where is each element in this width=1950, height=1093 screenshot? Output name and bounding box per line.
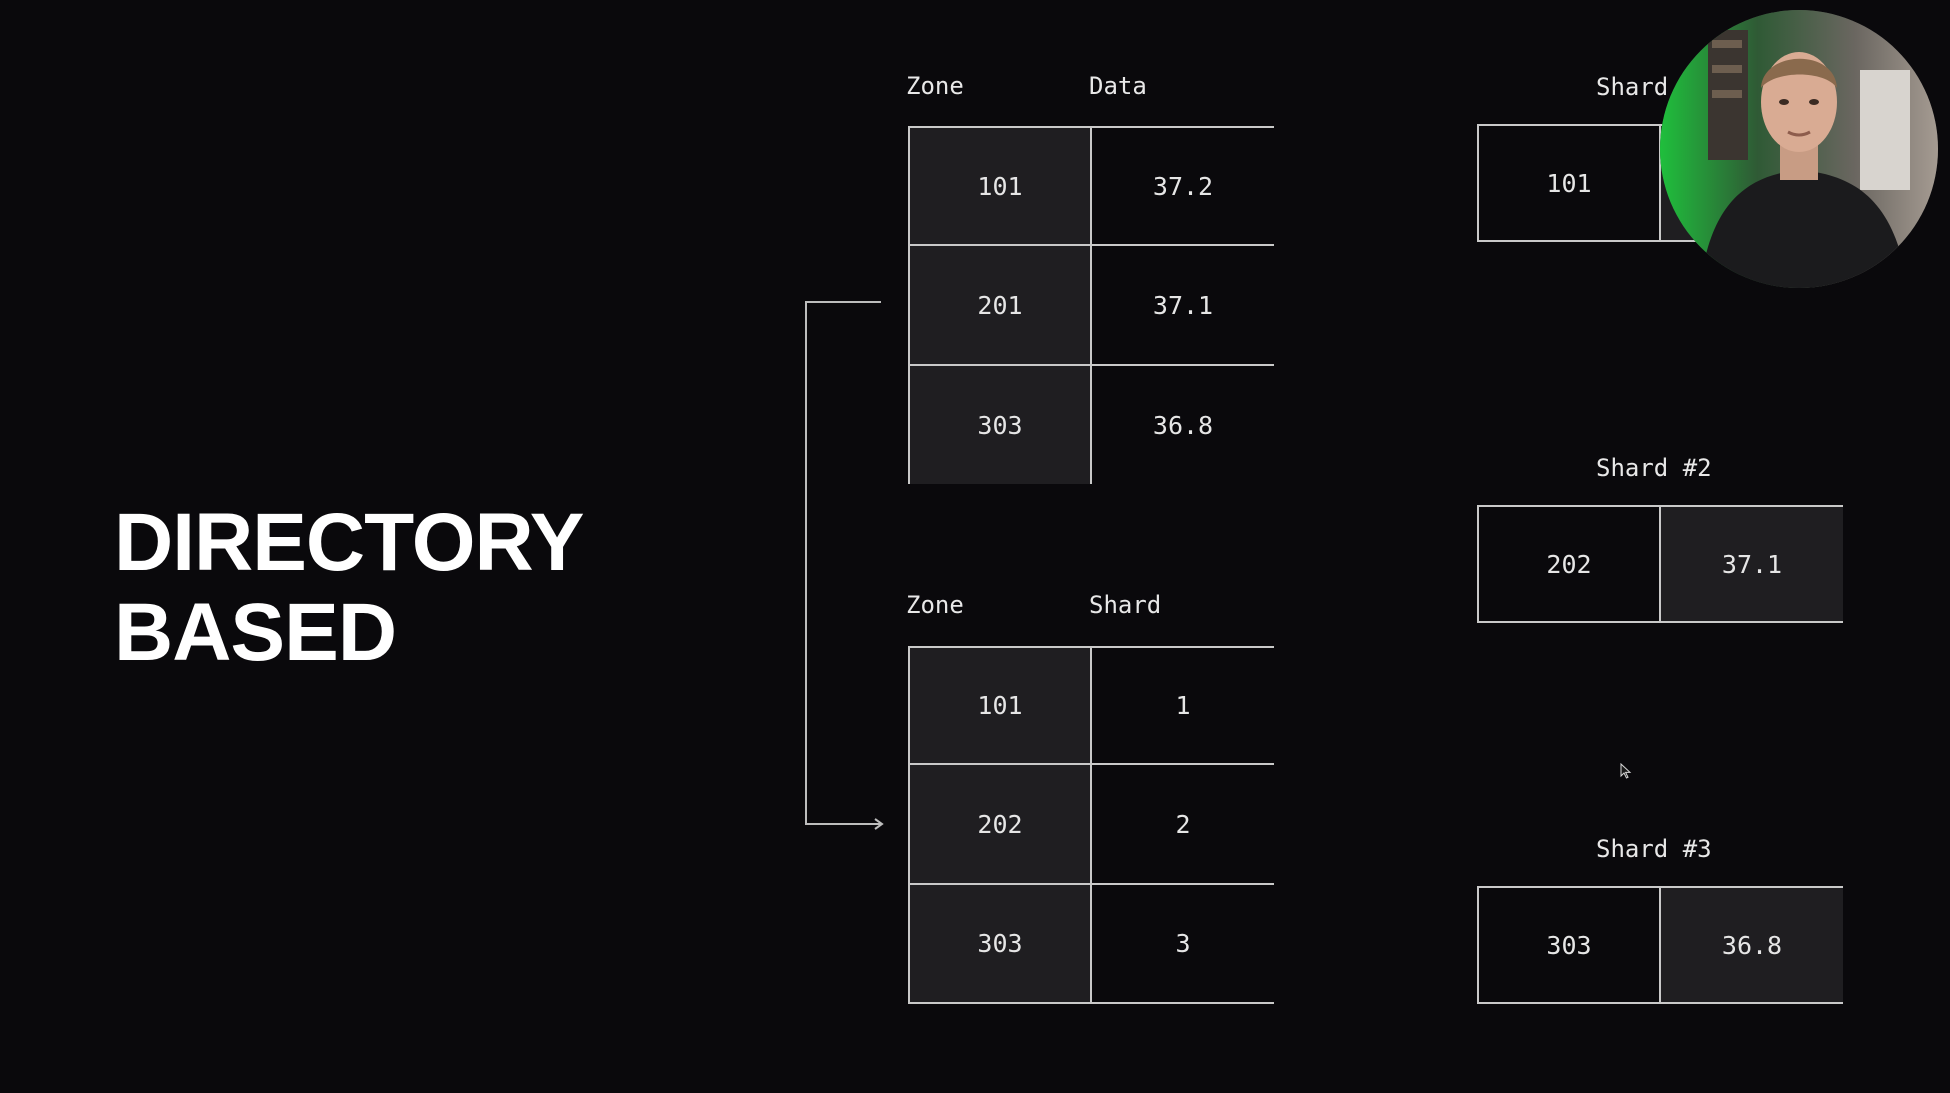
directory-table-header-shard: Shard	[1089, 591, 1162, 619]
directory-table-cell: 101	[910, 648, 1092, 765]
directory-table: 101 1 202 2 303 3	[908, 646, 1274, 1004]
mouse-cursor-icon	[1620, 763, 1632, 779]
directory-table-header-zone: Zone	[906, 591, 964, 619]
shard-2-zone: 202	[1479, 507, 1661, 621]
shard-2-value: 37.1	[1661, 507, 1843, 621]
directory-table-cell: 303	[910, 885, 1092, 1002]
data-table-cell: 101	[910, 128, 1092, 246]
data-table-header-zone: Zone	[906, 72, 964, 100]
presenter-avatar-icon	[1660, 10, 1938, 288]
data-table-cell: 36.8	[1092, 366, 1274, 484]
shard-3-zone: 303	[1479, 888, 1661, 1002]
directory-table-cell: 3	[1092, 885, 1274, 1002]
shard-3-value: 36.8	[1661, 888, 1843, 1002]
directory-table-cell: 202	[910, 765, 1092, 885]
data-table-cell: 303	[910, 366, 1092, 484]
directory-table-cell: 1	[1092, 648, 1274, 765]
slide-title-line-1: DIRECTORY	[114, 497, 584, 588]
shard-2-table: 202 37.1	[1477, 505, 1843, 623]
data-table-cell: 37.1	[1092, 246, 1274, 366]
shard-2-label: Shard #2	[1596, 454, 1712, 482]
shard-3-table: 303 36.8	[1477, 886, 1843, 1004]
slide-title-line-2: BASED	[114, 587, 397, 678]
data-table: 101 37.2 201 37.1 303 36.8	[908, 126, 1274, 484]
data-table-header-data: Data	[1089, 72, 1147, 100]
shard-1-label: Shard	[1596, 73, 1669, 101]
slide-title: DIRECTORY BASED	[114, 497, 584, 678]
data-table-cell: 37.2	[1092, 128, 1274, 246]
shard-1-zone: 101	[1479, 126, 1661, 240]
directory-table-cell: 2	[1092, 765, 1274, 885]
shard-3-label: Shard #3	[1596, 835, 1712, 863]
presenter-webcam	[1660, 10, 1938, 288]
data-table-cell: 201	[910, 246, 1092, 366]
